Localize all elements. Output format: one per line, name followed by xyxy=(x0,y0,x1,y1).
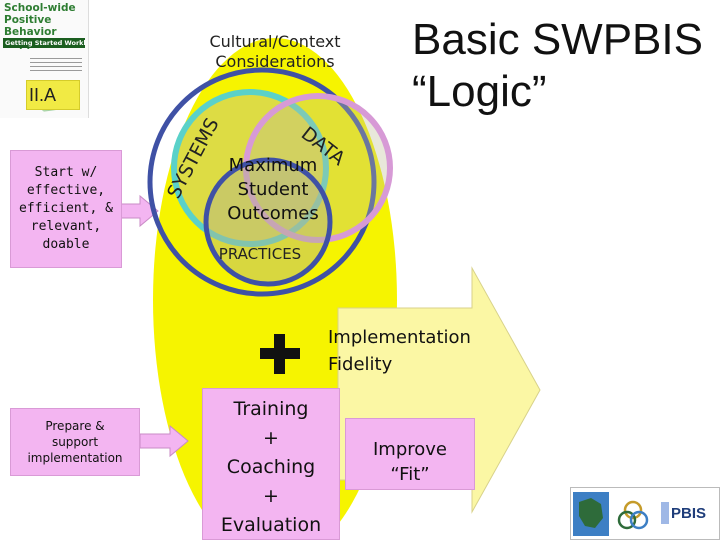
title-line2: “Logic” xyxy=(412,67,547,116)
outcomes-label: Maximum Student Outcomes xyxy=(198,154,348,226)
outer-ring xyxy=(147,67,377,297)
prepare-line2: support xyxy=(51,435,99,449)
improve-line2: “Fit” xyxy=(390,464,430,485)
training-label: Training + Coaching + Evaluation xyxy=(204,395,338,540)
start-box: Start w/ effective, efficient, & relevan… xyxy=(10,150,122,268)
pbis-logo: PBIS xyxy=(570,487,720,540)
prepare-box: Prepare & support implementation xyxy=(10,408,140,476)
prepare-line1: Prepare & xyxy=(45,419,105,433)
prepare-line3: implementation xyxy=(27,451,123,465)
training-box xyxy=(202,388,340,540)
start-line3: efficient, & xyxy=(19,201,113,216)
plus-sign-h xyxy=(260,348,300,359)
outcomes-line3: Outcomes xyxy=(227,203,319,224)
outcomes-line1: Maximum xyxy=(228,155,318,176)
logo-graphic xyxy=(573,492,669,536)
start-line4: relevant, xyxy=(30,219,102,234)
start-arrow xyxy=(119,194,159,228)
training-line4: + xyxy=(263,485,279,507)
implementation-line1: Implementation xyxy=(328,327,471,348)
section-tab: II.A xyxy=(26,80,80,110)
start-line5: doable xyxy=(42,237,90,252)
systems-circle xyxy=(171,89,329,247)
workbook-subtitle: Getting Started Workbook xyxy=(3,38,85,48)
training-line5: Evaluation xyxy=(220,514,322,536)
title-line1: Basic SWPBIS xyxy=(412,15,703,64)
context-label: Cultural/Context Considerations xyxy=(190,32,360,72)
implementation-line2: Fidelity xyxy=(328,354,393,375)
improve-label: Improve “Fit” xyxy=(347,437,473,487)
prepare-arrow xyxy=(139,424,189,458)
improve-box xyxy=(345,418,475,490)
logo-text: PBIS xyxy=(671,505,707,522)
slide-title: Basic SWPBIS “Logic” xyxy=(412,14,720,118)
workbook-fine-print xyxy=(30,58,82,74)
context-line1: Cultural/Context xyxy=(209,32,341,51)
improve-line1: Improve xyxy=(372,439,447,460)
implementation-label: Implementation Fidelity xyxy=(328,324,508,378)
outcomes-line2: Student xyxy=(237,179,309,200)
training-line3: Coaching xyxy=(226,456,316,478)
training-line2: + xyxy=(263,427,279,449)
training-line1: Training xyxy=(233,398,309,420)
practices-label: PRACTICES xyxy=(218,245,302,263)
practices-circle xyxy=(203,157,333,287)
start-line1: Start w/ xyxy=(34,165,98,180)
start-line2: effective, xyxy=(26,183,106,198)
context-line2: Considerations xyxy=(215,52,335,71)
data-circle xyxy=(243,93,393,243)
